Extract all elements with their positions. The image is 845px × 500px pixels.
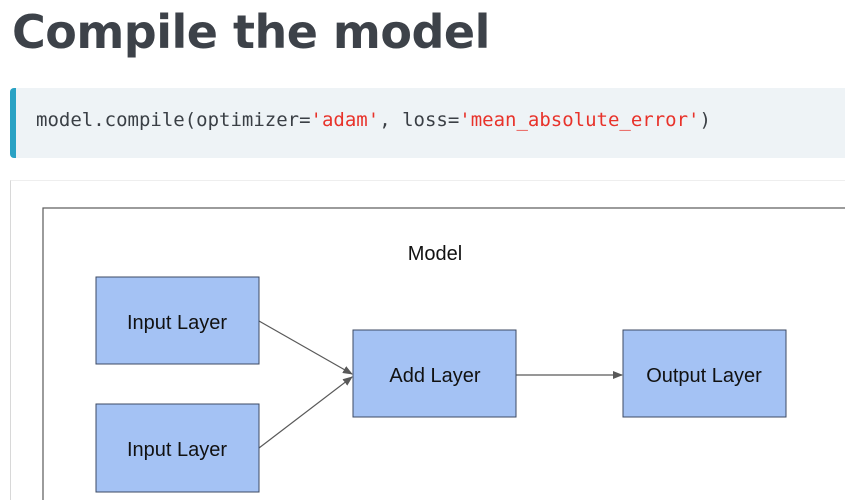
add-layer-node (352, 329, 517, 418)
code-text: ) (699, 109, 711, 131)
arrow-input2-to-add (258, 376, 353, 449)
arrow-input1-to-add (258, 320, 353, 375)
code-line: model.compile(optimizer='adam', loss='me… (36, 106, 711, 134)
code-string-loss: 'mean_absolute_error' (459, 109, 700, 131)
code-text: , loss= (379, 109, 460, 131)
code-text: model.compile(optimizer= (36, 109, 311, 131)
input-layer-node-2 (95, 403, 260, 493)
input-layer-label-1: Input Layer (127, 312, 227, 334)
output-layer-node (622, 329, 787, 418)
input-layer-node-1 (95, 276, 260, 365)
page-title: Compile the model (12, 5, 490, 59)
code-string-optimizer: 'adam' (310, 109, 380, 131)
input-layer-label-2: Input Layer (127, 439, 227, 461)
model-label: Model (408, 243, 462, 265)
output-layer-label: Output Layer (646, 365, 762, 387)
add-layer-label: Add Layer (389, 365, 481, 387)
code-block: model.compile(optimizer='adam', loss='me… (10, 88, 845, 158)
